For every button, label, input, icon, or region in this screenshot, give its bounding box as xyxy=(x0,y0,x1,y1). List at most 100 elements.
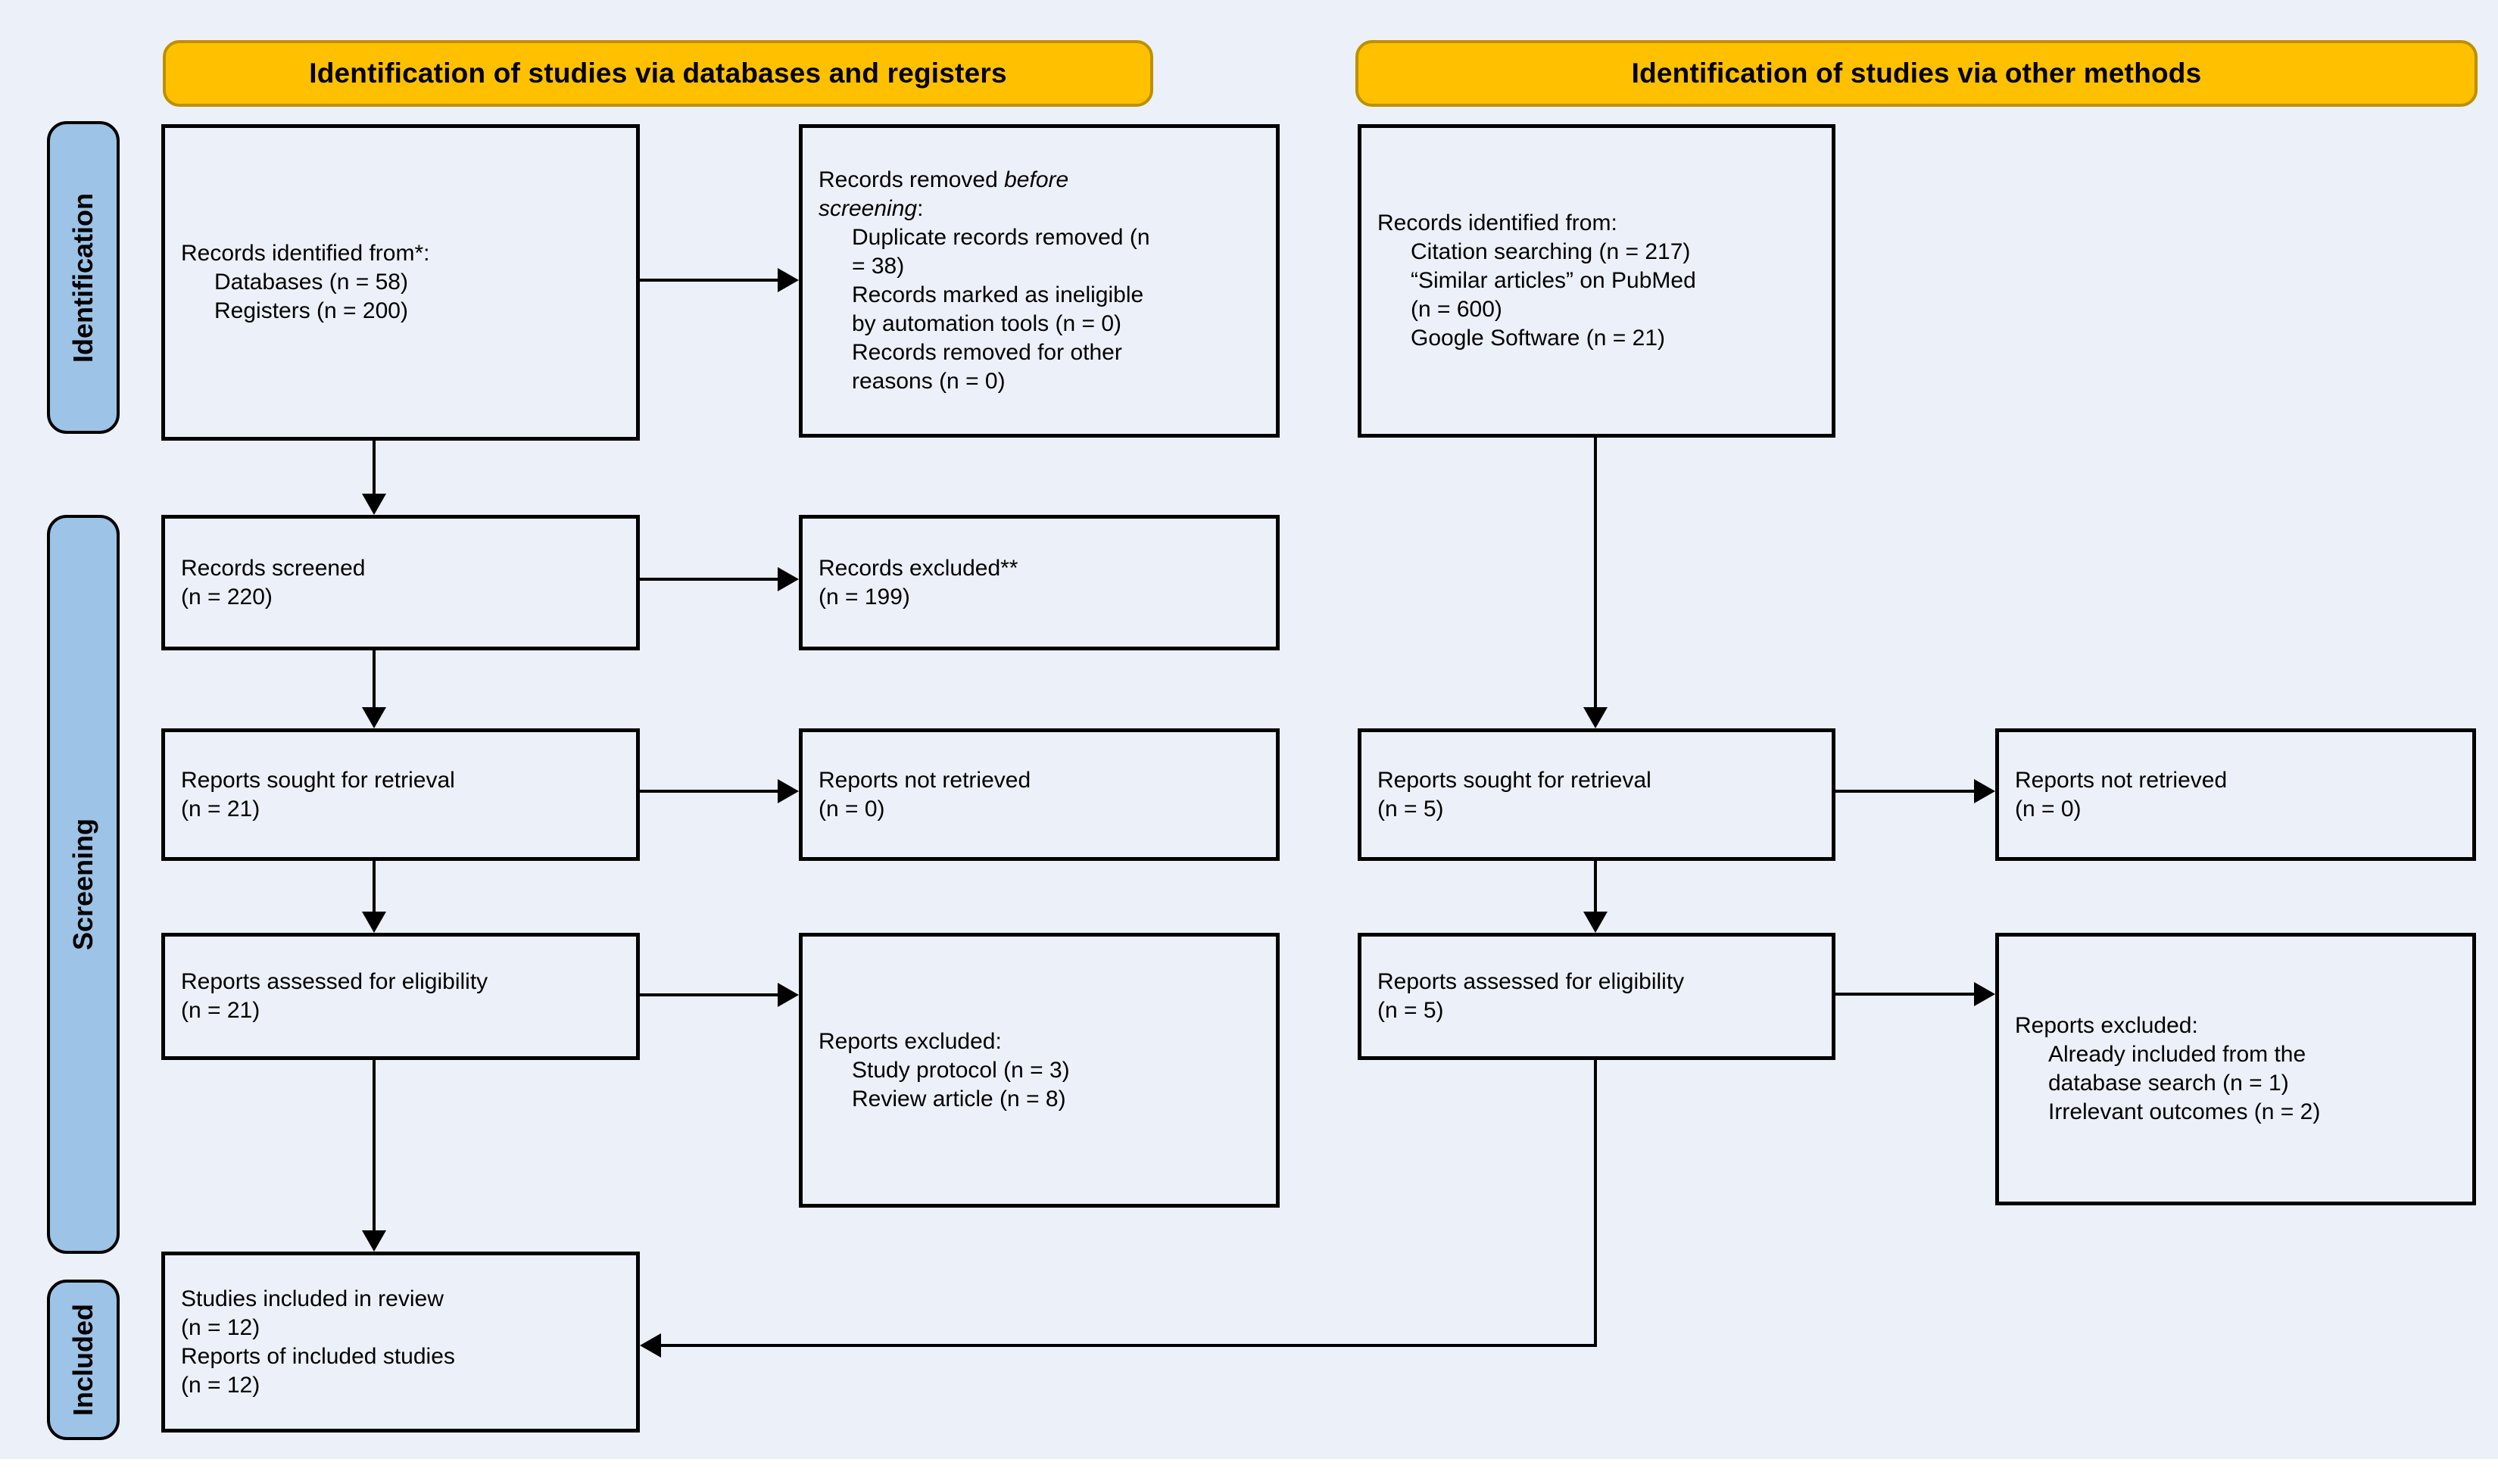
stage-label-included: Included xyxy=(47,1280,120,1440)
arrow-identified-other-to-sought-head xyxy=(1583,707,1608,728)
box-line: Reports excluded: xyxy=(2015,1013,2198,1038)
box-line: (n = 220) xyxy=(181,584,273,610)
box-line: Study protocol (n = 3) xyxy=(852,1057,1070,1083)
box-text: Reports not retrieved (n = 0) xyxy=(1999,760,2238,830)
box-records-screened: Records screened (n = 220) xyxy=(161,515,640,650)
header-other-methods: Identification of studies via other meth… xyxy=(1355,40,2478,107)
box-text: Reports sought for retrieval (n = 5) xyxy=(1361,760,1662,830)
box-text: Reports not retrieved (n = 0) xyxy=(803,760,1041,830)
box-text: Reports assessed for eligibility (n = 21) xyxy=(165,962,498,1031)
arrow-screened-to-excluded-head xyxy=(778,567,799,591)
box-line: Review article (n = 8) xyxy=(852,1086,1066,1111)
box-line: Reports not retrieved xyxy=(819,767,1031,793)
box-studies-included: Studies included in review (n = 12) Report… xyxy=(161,1252,640,1433)
arrow-assessed-to-included-line xyxy=(373,1060,376,1230)
stage-label-identification: Identification xyxy=(47,121,120,434)
arrow-other-to-included-horizontal xyxy=(661,1344,1597,1347)
arrow-sought-to-assessed-db-head xyxy=(362,912,386,933)
box-line: Reports excluded: xyxy=(819,1028,1002,1054)
arrow-assessed-to-included-head xyxy=(362,1230,386,1252)
arrow-sought-to-assessed-db-line xyxy=(373,861,376,912)
box-line: (n = 12) xyxy=(181,1372,260,1398)
box-line: Reports assessed for eligibility xyxy=(181,969,488,994)
arrow-sought-to-notretrieved-other-head xyxy=(1974,779,1995,803)
box-line: reasons (n = 0) xyxy=(852,369,1006,394)
box-line: (n = 5) xyxy=(1377,998,1444,1023)
box-reports-excluded-other-methods: Reports excluded: Already included from t… xyxy=(1995,933,2476,1205)
box-reports-assessed-other-methods: Reports assessed for eligibility (n = 5) xyxy=(1358,933,1835,1060)
arrow-identified-other-to-sought-line xyxy=(1594,438,1597,707)
box-line: Databases (n = 58) xyxy=(214,270,408,295)
box-line: Reports assessed for eligibility xyxy=(1377,969,1685,994)
box-records-excluded: Records excluded**(n = 199) xyxy=(799,515,1280,650)
box-text: Records screened (n = 220) xyxy=(165,548,376,618)
box-line: Reports of included studies xyxy=(181,1343,455,1369)
box-line: Records screened xyxy=(181,555,366,581)
box-line: Citation searching (n = 217) xyxy=(1411,239,1691,264)
box-line: Studies included in review xyxy=(181,1286,444,1311)
box-text: Records identified from: Citation searchi… xyxy=(1361,203,1707,359)
box-line: Registers (n = 200) xyxy=(214,298,408,323)
box-text: Reports excluded: Already included from t… xyxy=(1999,1005,2331,1133)
stage-label-screening-text: Screening xyxy=(67,818,98,951)
arrow-screened-to-sought-line xyxy=(373,650,376,707)
box-line: Records identified from*: xyxy=(181,241,430,266)
arrow-identified-to-removed-line xyxy=(640,279,778,282)
box-reports-sought-other-methods: Reports sought for retrieval (n = 5) xyxy=(1358,728,1835,861)
header-databases-registers: Identification of studies via databases … xyxy=(163,40,1153,107)
box-reports-sought-databases: Reports sought for retrieval (n = 21) xyxy=(161,728,640,861)
arrow-sought-to-assessed-other-head xyxy=(1583,912,1608,933)
stage-label-included-text: Included xyxy=(67,1303,99,1417)
box-text: Records identified from*: Databases (n = … xyxy=(165,233,440,332)
arrow-assessed-to-excluded-db-line xyxy=(640,993,778,996)
box-line: “Similar articles” on PubMed xyxy=(1411,268,1696,293)
box-line: (n = 21) xyxy=(181,998,260,1023)
box-line: Irrelevant outcomes (n = 2) xyxy=(2048,1099,2321,1124)
box-line: (n = 600) xyxy=(1411,297,1502,322)
box-line: Reports not retrieved xyxy=(2015,767,2228,793)
box-line: Reports sought for retrieval xyxy=(181,767,455,793)
stage-label-identification-text: Identification xyxy=(67,192,98,363)
box-line: Reports sought for retrieval xyxy=(1377,767,1651,793)
arrow-screened-to-excluded-line xyxy=(640,578,778,581)
box-line: Google Software (n = 21) xyxy=(1411,326,1666,351)
arrow-sought-to-notretrieved-other-line xyxy=(1835,790,1974,793)
box-line: screening: xyxy=(819,196,924,221)
box-line: = 38) xyxy=(852,254,905,279)
arrow-assessed-to-excluded-db-head xyxy=(778,983,799,1007)
box-line: (n = 0) xyxy=(2015,796,2082,822)
box-line: Records removed for other xyxy=(852,340,1122,365)
box-line: (n = 21) xyxy=(181,796,260,822)
box-line: (n = 5) xyxy=(1377,796,1444,822)
box-line: Records marked as ineligible xyxy=(852,282,1144,307)
box-line: Duplicate records removed (n xyxy=(852,225,1150,250)
box-line: Already included from the xyxy=(2048,1042,2306,1067)
arrow-identified-to-screened-line xyxy=(373,441,376,495)
box-reports-excluded-databases: Reports excluded: Study protocol (n = 3) R… xyxy=(799,933,1280,1208)
stage-label-screening: Screening xyxy=(47,515,120,1254)
arrow-identified-to-removed-head xyxy=(778,268,799,292)
box-line: (n = 0) xyxy=(819,796,885,822)
box-text: Records excluded**(n = 199) xyxy=(803,548,1028,618)
box-text: Studies included in review (n = 12) Report… xyxy=(165,1279,466,1406)
box-text: Reports excluded: Study protocol (n = 3) R… xyxy=(803,1021,1081,1120)
box-records-identified-databases: Records identified from*: Databases (n = … xyxy=(161,124,640,441)
arrow-identified-to-screened-head xyxy=(362,494,386,515)
box-reports-assessed-databases: Reports assessed for eligibility (n = 21) xyxy=(161,933,640,1060)
box-line: (n = 199) xyxy=(819,584,910,610)
box-reports-not-retrieved-databases: Reports not retrieved (n = 0) xyxy=(799,728,1280,861)
arrow-assessed-to-excluded-other-line xyxy=(1835,993,1974,996)
box-line: Records identified from: xyxy=(1377,210,1617,235)
box-reports-not-retrieved-other-methods: Reports not retrieved (n = 0) xyxy=(1995,728,2476,861)
arrow-assessed-to-excluded-other-head xyxy=(1974,982,1995,1006)
arrow-sought-to-notretrieved-db-head xyxy=(778,779,799,803)
box-text: Reports assessed for eligibility (n = 5) xyxy=(1361,962,1695,1031)
box-text: Reports sought for retrieval (n = 21) xyxy=(165,760,466,830)
page-bottom-margin xyxy=(0,1459,2498,1484)
arrow-sought-to-notretrieved-db-line xyxy=(640,790,778,793)
box-records-identified-other-methods: Records identified from: Citation searchi… xyxy=(1358,124,1835,438)
box-line: (n = 12) xyxy=(181,1314,260,1340)
